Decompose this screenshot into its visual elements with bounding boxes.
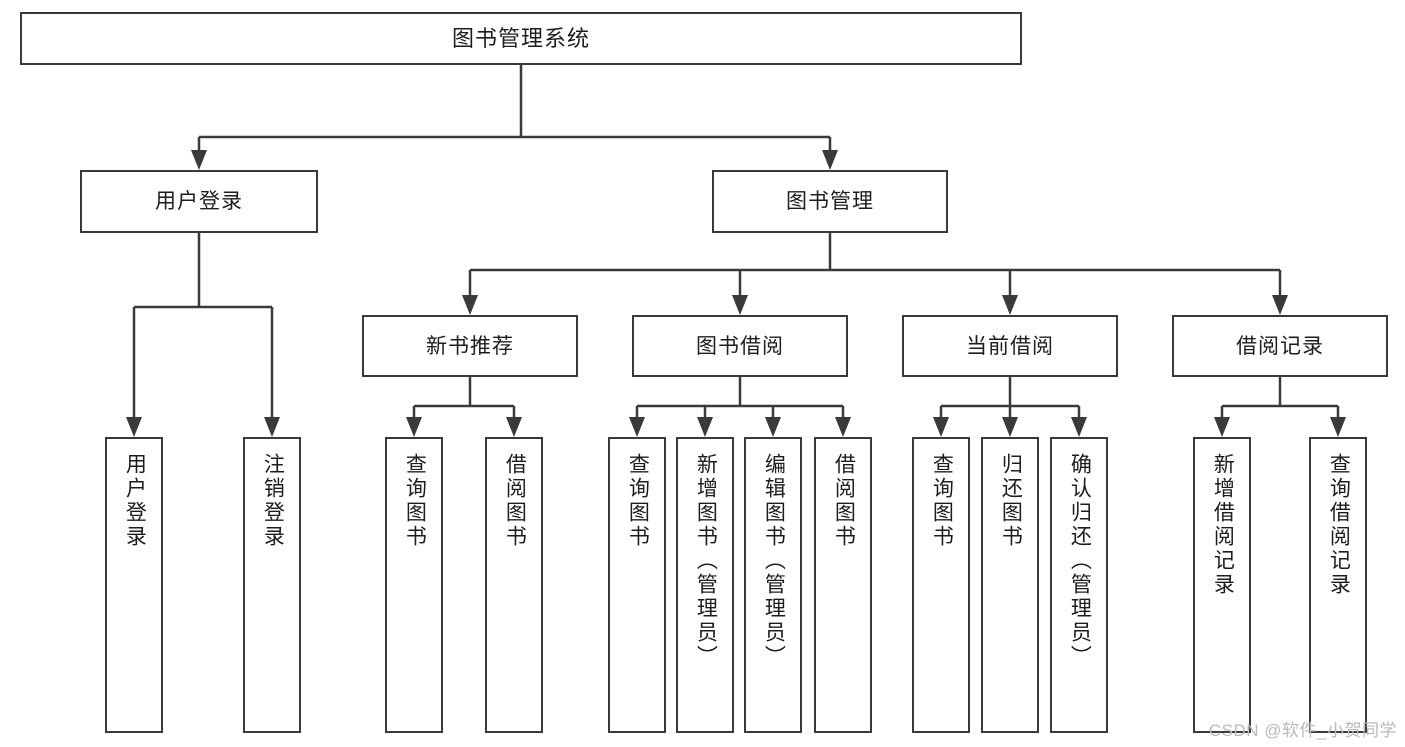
node-label: 查询图书	[626, 453, 650, 549]
node-label: 注销登录	[261, 453, 285, 549]
node-label: 新增借阅记录	[1211, 453, 1235, 597]
leaf-return-book[interactable]: 归还图书	[981, 437, 1039, 733]
leaf-borrow-book[interactable]: 借阅图书	[814, 437, 872, 733]
leaf-add-book-admin[interactable]: 新增图书（管理员）	[676, 437, 734, 733]
node-user-login[interactable]: 用户登录	[80, 170, 318, 233]
leaf-user-login[interactable]: 用户登录	[105, 437, 163, 733]
node-label: 图书管理系统	[451, 25, 590, 51]
node-label: 借阅图书	[832, 453, 856, 549]
node-label: 确认归还（管理员）	[1068, 453, 1092, 669]
node-label: 新书推荐	[426, 334, 514, 358]
node-label: 归还图书	[999, 453, 1023, 549]
node-book-borrow[interactable]: 图书借阅	[632, 315, 848, 377]
node-label: 当前借阅	[966, 334, 1054, 358]
node-label: 新增图书（管理员）	[694, 453, 718, 669]
node-label: 图书借阅	[696, 334, 784, 358]
leaf-add-borrow-record[interactable]: 新增借阅记录	[1193, 437, 1251, 733]
leaf-query-borrow-record[interactable]: 查询借阅记录	[1309, 437, 1367, 733]
node-borrow-record[interactable]: 借阅记录	[1172, 315, 1388, 377]
leaf-query-book-current[interactable]: 查询图书	[912, 437, 970, 733]
node-label: 查询图书	[930, 453, 954, 549]
node-label: 用户登录	[155, 190, 243, 213]
csdn-watermark: CSDN @软件_小贺同学	[1208, 721, 1397, 740]
node-current-borrow[interactable]: 当前借阅	[902, 315, 1118, 377]
node-new-book-recommend[interactable]: 新书推荐	[362, 315, 578, 377]
node-root-system[interactable]: 图书管理系统	[20, 12, 1022, 65]
node-label: 借阅图书	[503, 453, 527, 549]
node-book-management[interactable]: 图书管理	[712, 170, 948, 233]
leaf-confirm-return-admin[interactable]: 确认归还（管理员）	[1050, 437, 1108, 733]
node-label: 查询借阅记录	[1327, 453, 1351, 597]
leaf-edit-book-admin[interactable]: 编辑图书（管理员）	[744, 437, 802, 733]
node-label: 图书管理	[786, 190, 874, 213]
leaf-logout[interactable]: 注销登录	[243, 437, 301, 733]
leaf-query-book-borrow[interactable]: 查询图书	[608, 437, 666, 733]
leaf-borrow-book-recommend[interactable]: 借阅图书	[485, 437, 543, 733]
leaf-query-book-recommend[interactable]: 查询图书	[385, 437, 443, 733]
node-label: 查询图书	[403, 453, 427, 549]
node-label: 用户登录	[123, 453, 147, 549]
node-label: 借阅记录	[1236, 334, 1324, 358]
node-label: 编辑图书（管理员）	[762, 453, 786, 669]
